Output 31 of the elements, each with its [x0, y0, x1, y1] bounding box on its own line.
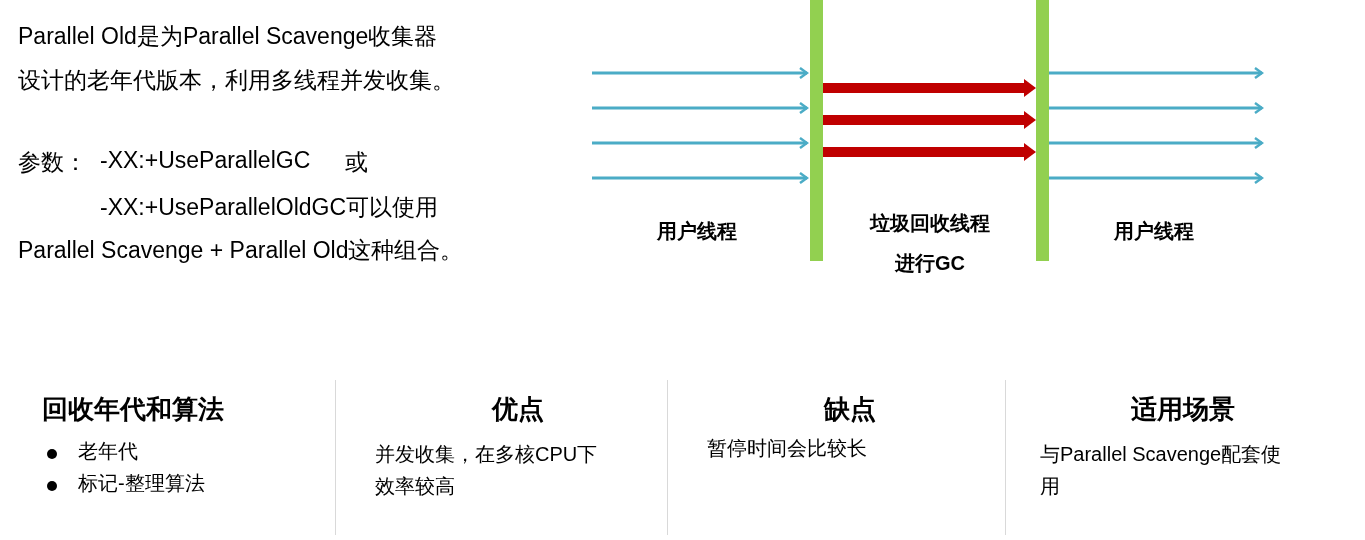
- heading: 缺点: [824, 393, 876, 426]
- arrow: [1049, 136, 1264, 150]
- divider-bar: [810, 0, 823, 261]
- body-text: 并发收集，在多核CPU下效率较高: [375, 442, 599, 499]
- arrow: [592, 66, 809, 80]
- description-text: Parallel Old是为Parallel Scavenge收集器设计的老年代版本，利用多线程并发收集。: [18, 22, 456, 95]
- thread-label: 用户线程: [1114, 219, 1194, 244]
- parameter-text: -XX:+UseParallelGC: [100, 147, 311, 174]
- arrow: [592, 101, 809, 115]
- thread-label: 垃圾回收线程进行GC: [868, 211, 991, 276]
- list-item: 标记-整理算法: [78, 471, 205, 496]
- arrow: [1049, 171, 1264, 185]
- arrow: [823, 111, 1036, 129]
- description-text: 或: [345, 148, 368, 177]
- heading: 适用场景: [1131, 393, 1235, 426]
- arrow: [592, 171, 809, 185]
- thread-label: 用户线程: [657, 219, 737, 244]
- heading: 回收年代和算法: [42, 393, 224, 426]
- arrow: [823, 79, 1036, 97]
- list-item: 老年代: [78, 439, 138, 464]
- arrow: [592, 136, 809, 150]
- parameter-label: 参数：: [18, 148, 87, 177]
- arrow: [1049, 101, 1264, 115]
- parameter-text: -XX:+UseParallelOldGC可以使用: [100, 193, 439, 222]
- heading: 优点: [492, 393, 544, 426]
- body-text: 暂停时间会比较长: [707, 436, 867, 461]
- body-text: 与Parallel Scavenge配套使用: [1040, 442, 1283, 499]
- arrow: [1049, 66, 1264, 80]
- divider-bar: [1036, 0, 1049, 261]
- arrow: [823, 143, 1036, 161]
- description-text: Parallel Scavenge + Parallel Old这种组合。: [18, 236, 464, 265]
